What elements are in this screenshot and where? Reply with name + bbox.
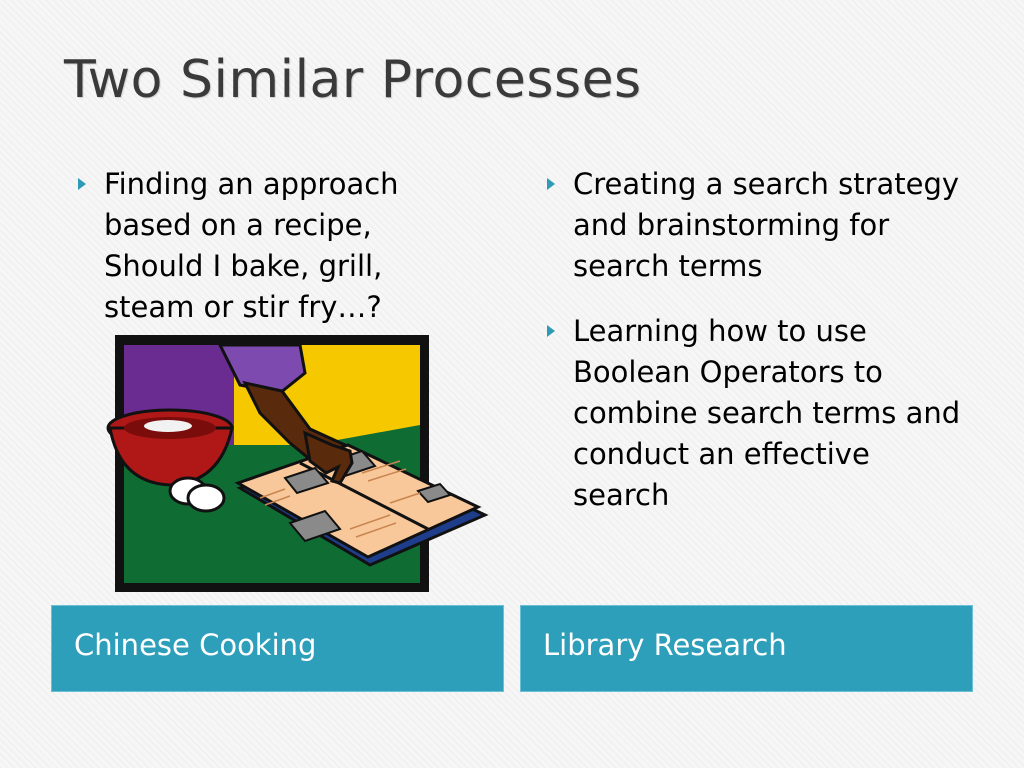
caption-library-research: Library Research bbox=[520, 605, 973, 692]
right-column: Creating a search strategy and brainstor… bbox=[545, 164, 965, 540]
clipart-hand bbox=[303, 430, 354, 485]
left-column: Finding an approach based on a recipe, S… bbox=[76, 164, 476, 352]
triangle-bullet-icon bbox=[78, 178, 86, 190]
clipart-book-picture bbox=[416, 482, 452, 504]
clipart-egg bbox=[186, 483, 226, 513]
caption-chinese-cooking: Chinese Cooking bbox=[51, 605, 504, 692]
clipart-book-text-lines bbox=[259, 460, 421, 538]
bullet-text: Learning how to use Boolean Operators to… bbox=[573, 314, 961, 512]
slide-title: Two Similar Processes bbox=[64, 50, 642, 110]
bullet-item: Creating a search strategy and brainstor… bbox=[545, 164, 965, 287]
clipart-bowl bbox=[108, 426, 234, 487]
bullet-item: Learning how to use Boolean Operators to… bbox=[545, 311, 965, 516]
cooking-recipe-book-clipart bbox=[106, 335, 489, 592]
clipart-book-picture bbox=[288, 509, 342, 543]
clipart-book-picture bbox=[283, 466, 330, 495]
clipart-flour bbox=[144, 420, 192, 432]
triangle-bullet-icon bbox=[547, 178, 555, 190]
triangle-bullet-icon bbox=[547, 325, 555, 337]
bullet-item: Finding an approach based on a recipe, S… bbox=[76, 164, 476, 328]
bullet-text: Finding an approach based on a recipe, S… bbox=[104, 167, 399, 324]
clipart-sleeve bbox=[217, 343, 307, 395]
bullet-text: Creating a search strategy and brainstor… bbox=[573, 167, 960, 283]
caption-label: Library Research bbox=[543, 628, 787, 662]
caption-label: Chinese Cooking bbox=[74, 628, 317, 662]
